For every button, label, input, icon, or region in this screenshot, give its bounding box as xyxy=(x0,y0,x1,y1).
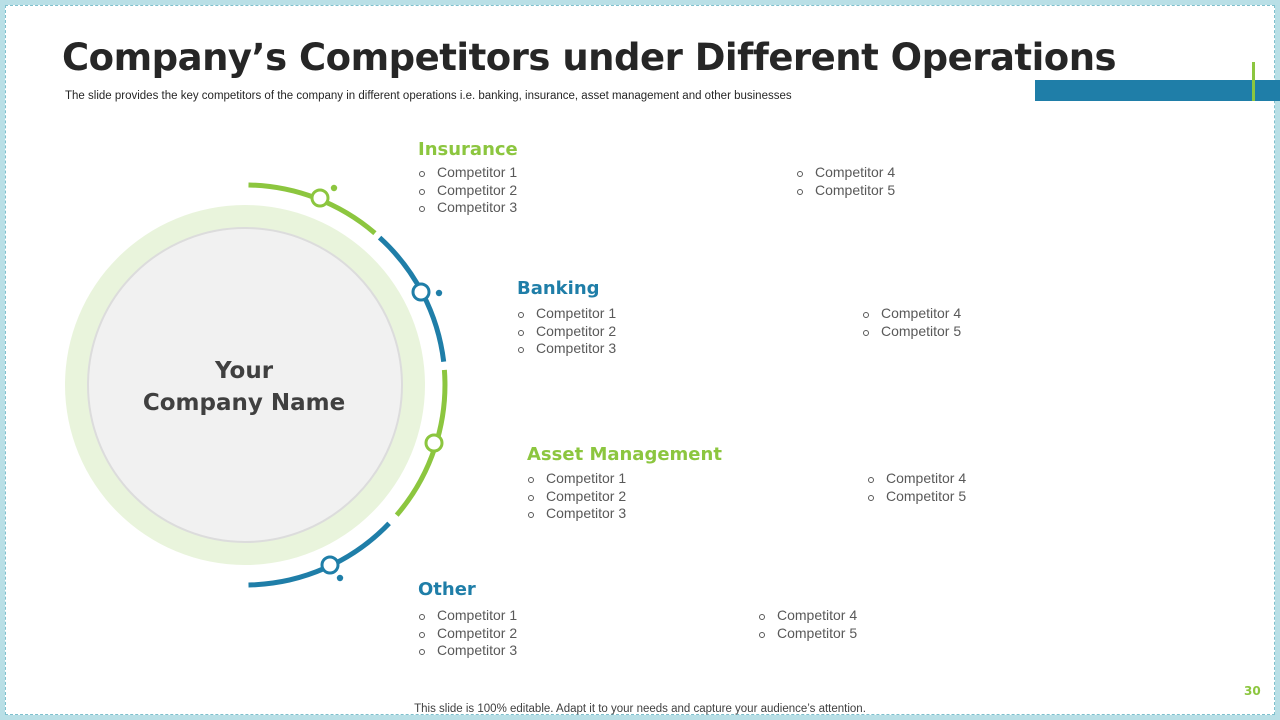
list-item: Competitor 3 xyxy=(527,505,626,523)
list-item: Competitor 4 xyxy=(796,164,895,182)
insurance-dot xyxy=(330,184,338,192)
other-list-col2: Competitor 4 Competitor 5 xyxy=(758,607,857,642)
other-dot xyxy=(336,574,344,582)
insurance-list-col1: Competitor 1 Competitor 2 Competitor 3 xyxy=(418,164,517,217)
list-item: Competitor 5 xyxy=(758,625,857,643)
asset-management-list-col1: Competitor 1 Competitor 2 Competitor 3 xyxy=(527,470,626,523)
slide-subtitle: The slide provides the key competitors o… xyxy=(65,90,792,102)
list-item: Competitor 2 xyxy=(517,323,616,341)
list-item: Competitor 3 xyxy=(418,199,517,217)
list-item: Competitor 2 xyxy=(418,625,517,643)
list-item: Competitor 4 xyxy=(862,305,961,323)
title-accent-bar xyxy=(1035,80,1280,101)
list-item: Competitor 4 xyxy=(758,607,857,625)
list-item: Competitor 1 xyxy=(517,305,616,323)
list-item: Competitor 2 xyxy=(418,182,517,200)
list-item: Competitor 4 xyxy=(867,470,966,488)
asset-management-marker xyxy=(424,433,444,453)
insurance-marker xyxy=(310,188,330,208)
other-title: Other xyxy=(418,579,476,600)
insurance-list-col2: Competitor 4 Competitor 5 xyxy=(796,164,895,199)
footer-note: This slide is 100% editable. Adapt it to… xyxy=(414,703,866,715)
banking-marker xyxy=(411,282,431,302)
title-accent-tick xyxy=(1252,62,1255,101)
insurance-title: Insurance xyxy=(418,139,518,160)
banking-dot xyxy=(435,289,443,297)
list-item: Competitor 1 xyxy=(418,607,517,625)
company-name-line2: Company Name xyxy=(142,390,346,416)
list-item: Competitor 5 xyxy=(796,182,895,200)
banking-list-col2: Competitor 4 Competitor 5 xyxy=(862,305,961,340)
other-marker xyxy=(320,555,340,575)
list-item: Competitor 2 xyxy=(527,488,626,506)
asset-management-title: Asset Management xyxy=(527,444,722,465)
company-circle xyxy=(87,227,403,543)
list-item: Competitor 3 xyxy=(418,642,517,660)
list-item: Competitor 1 xyxy=(527,470,626,488)
asset-management-list-col2: Competitor 4 Competitor 5 xyxy=(867,470,966,505)
page-number: 30 xyxy=(1244,684,1261,698)
other-list-col1: Competitor 1 Competitor 2 Competitor 3 xyxy=(418,607,517,660)
list-item: Competitor 5 xyxy=(867,488,966,506)
list-item: Competitor 1 xyxy=(418,164,517,182)
list-item: Competitor 3 xyxy=(517,340,616,358)
company-name: Your Company Name xyxy=(118,355,370,419)
company-name-line1: Your xyxy=(214,358,274,384)
slide-title: Company’s Competitors under Different Op… xyxy=(62,36,1117,79)
banking-title: Banking xyxy=(517,278,600,299)
list-item: Competitor 5 xyxy=(862,323,961,341)
banking-list-col1: Competitor 1 Competitor 2 Competitor 3 xyxy=(517,305,616,358)
